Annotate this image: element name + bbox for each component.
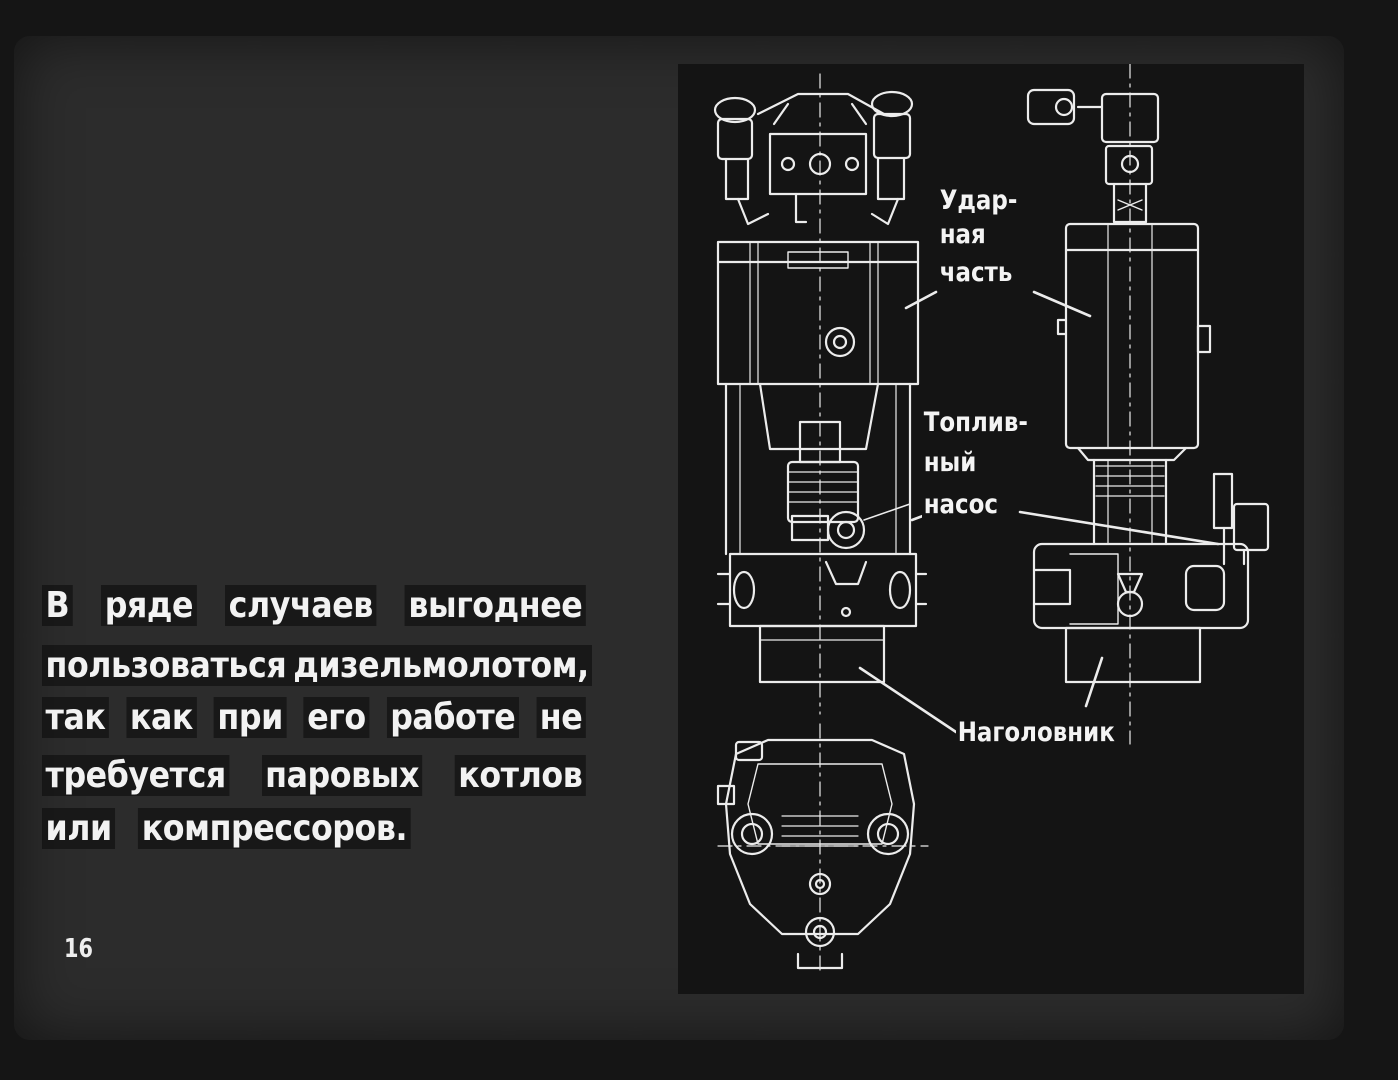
side-view: [1026, 64, 1270, 745]
caption-word: компрессоров.: [138, 808, 411, 849]
label-impact-part-line-3: часть: [938, 257, 1015, 288]
front-view: [713, 73, 928, 715]
label-pile-cap: Наголовник: [956, 717, 1117, 748]
label-fuel-pump-line-3: насос: [922, 489, 1000, 520]
caption-word: так: [42, 697, 109, 738]
caption-line-1: В ряде случаев выгоднее: [42, 585, 586, 626]
label-fuel-pump-line-2: ный: [922, 447, 979, 478]
caption-word: дизельмолотом,: [289, 645, 593, 686]
caption-line-2: пользоваться дизельмолотом,: [42, 645, 593, 686]
caption-word: паровых: [261, 755, 423, 796]
caption-word: не: [536, 697, 586, 738]
caption-word: или: [42, 808, 116, 849]
caption-word: пользоваться: [42, 645, 290, 686]
caption-word: его: [303, 697, 370, 738]
caption-line-5: или компрессоров.: [42, 808, 586, 849]
label-impact-part-line-2: ная: [938, 219, 988, 250]
caption-line-3: так как при его работе не: [42, 697, 586, 738]
leader-lines: [858, 290, 1220, 734]
caption-word: требуется: [42, 755, 230, 796]
caption-word: работе: [386, 697, 519, 738]
caption-word: при: [213, 697, 287, 738]
caption-word: котлов: [454, 755, 586, 796]
technical-drawing: [713, 64, 1270, 975]
plan-view: [716, 723, 929, 975]
label-impact-part-line-1: Удар-: [938, 185, 1020, 216]
frame-number: 16: [64, 934, 93, 964]
diesel-hammer-drawing: Удар- ная часть Топлив- ный насос Наголо…: [678, 64, 1304, 994]
caption-word: В: [42, 585, 73, 626]
caption-word: ряде: [101, 585, 197, 626]
label-fuel-pump-line-1: Топлив-: [922, 407, 1030, 438]
caption-word: случаев: [225, 585, 377, 626]
caption-word: выгоднее: [404, 585, 586, 626]
caption-line-4: требуется паровых котлов: [42, 755, 586, 796]
caption-word: как: [126, 697, 197, 738]
